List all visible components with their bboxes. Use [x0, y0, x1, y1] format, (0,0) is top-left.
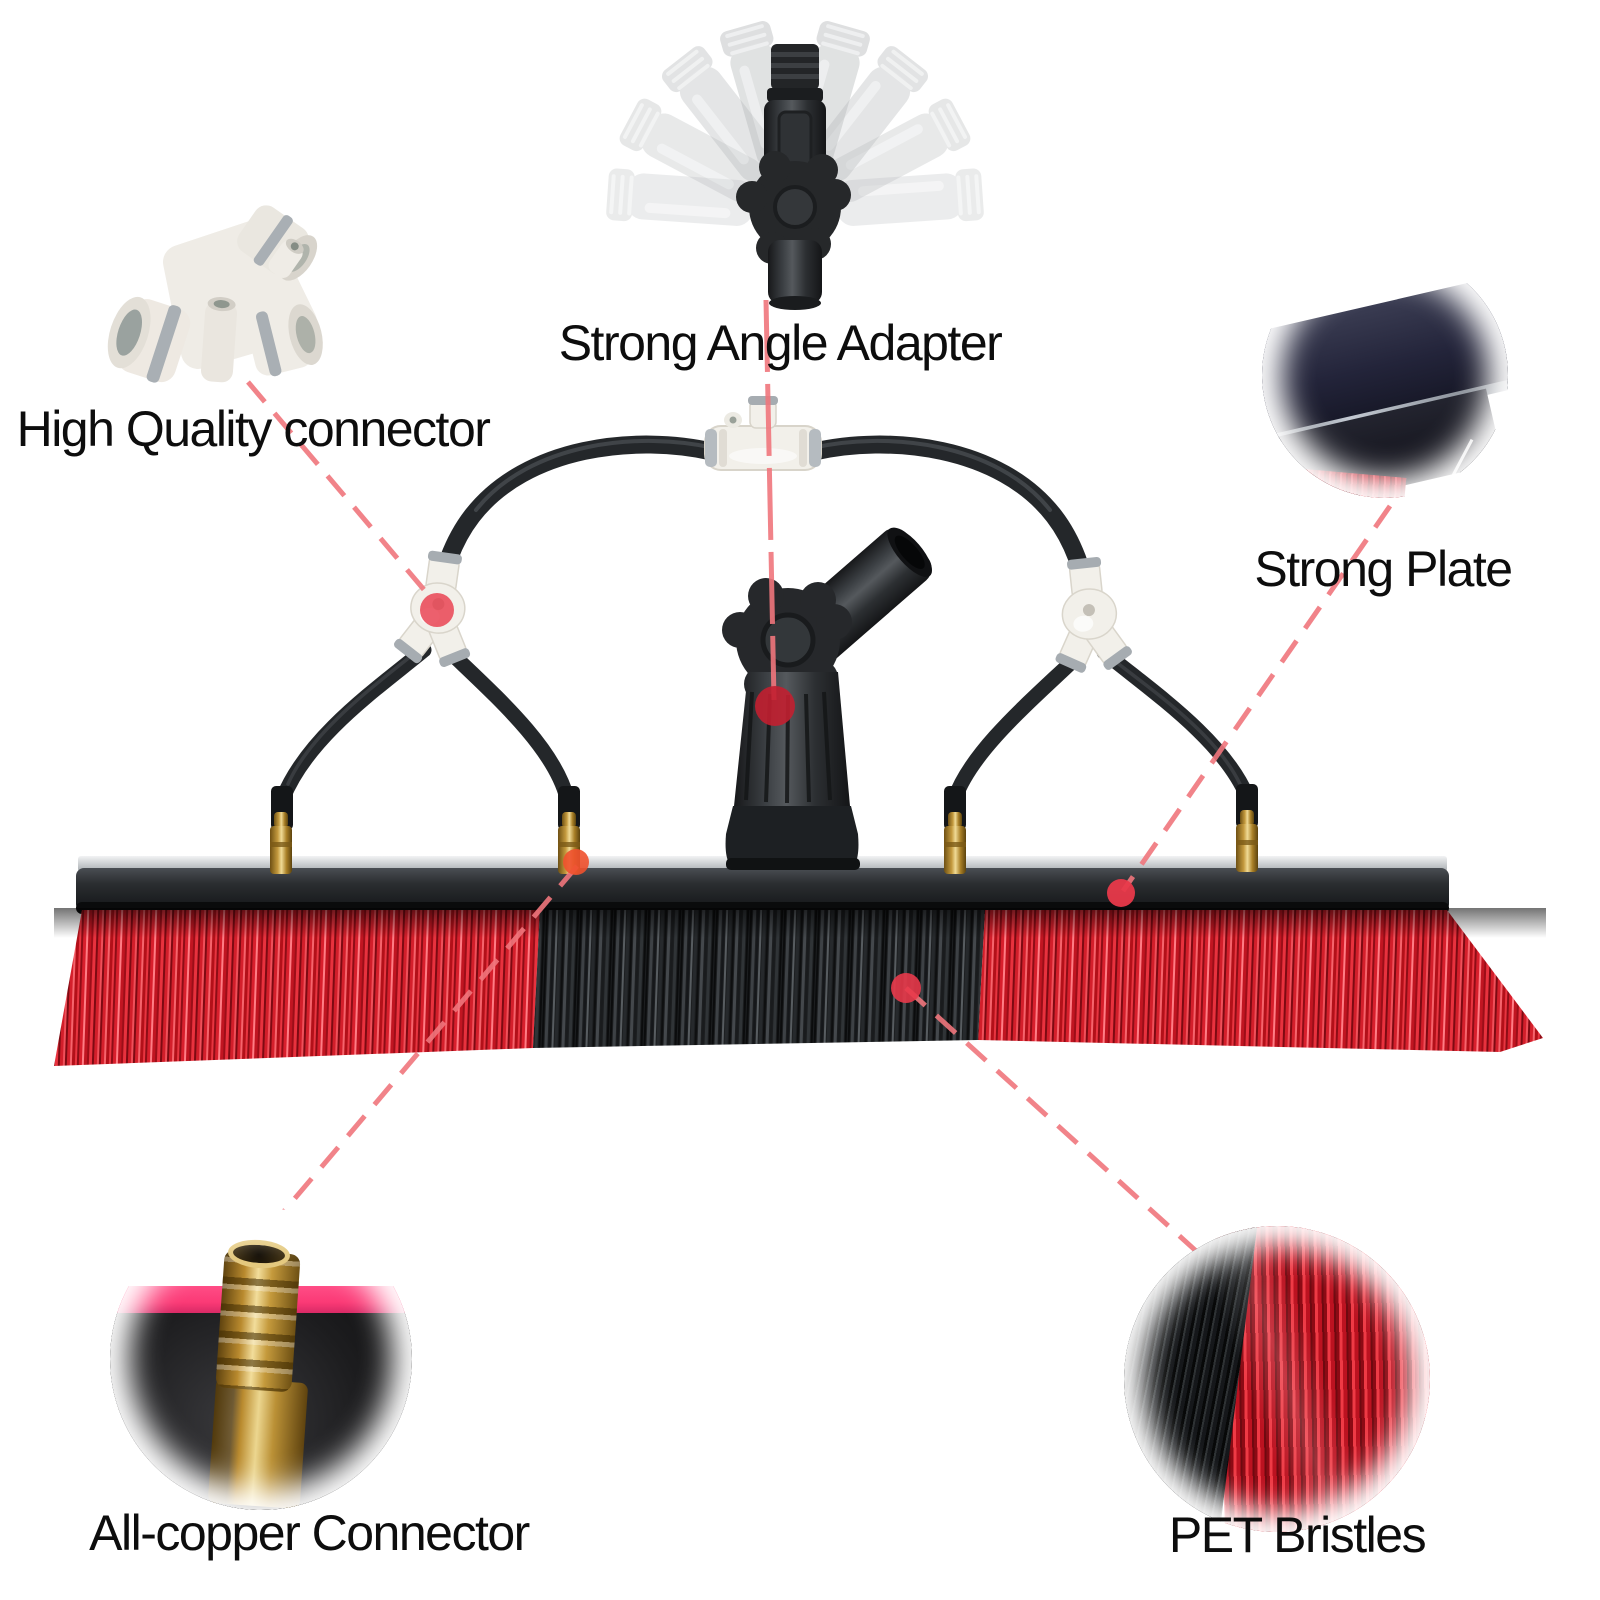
tee-connector-photo: [107, 205, 323, 383]
tee-stem: [200, 297, 238, 383]
bristles-middle-black: [533, 910, 985, 1048]
anchor-dot-bristles: [891, 973, 921, 1003]
tee-port-lower-left: [107, 296, 191, 383]
angle-adapter-top: [736, 44, 851, 310]
bristles-left-red: [54, 910, 540, 1066]
label-pet-bristles: PET Bristles: [1168, 1507, 1427, 1563]
leader-high-quality-connector: [246, 380, 433, 600]
tee-port-lower-right: [246, 304, 323, 377]
leader-pet-bristles: [904, 986, 1208, 1262]
y-connector-right: [1043, 553, 1136, 678]
bristles: [54, 908, 1546, 1066]
anchor-dot-angle-adapter: [755, 686, 795, 726]
label-high-quality-connector: High Quality connector: [16, 401, 491, 457]
tee-connector-on-arch: [704, 396, 822, 471]
leader-strong-plate: [1120, 504, 1393, 893]
label-all-copper-connector: All-copper Connector: [89, 1505, 530, 1561]
label-strong-angle-adapter: Strong Angle Adapter: [558, 315, 1003, 371]
inset-brass-cylinder: [207, 1376, 309, 1510]
leader-lines: [246, 299, 1393, 1262]
inset-bristle-sheen: [1124, 1226, 1430, 1532]
anchor-dot-y-connector: [420, 593, 454, 627]
leader-strong-angle-adapter: [763, 299, 777, 701]
tee-top-nipple: [268, 238, 304, 278]
inset-brass-barb: [215, 1249, 301, 1393]
strong-plate-inset-photo: [1262, 252, 1508, 498]
angle-adapter-on-brush: [722, 527, 932, 870]
pet-bristles-inset-photo: [1124, 1226, 1430, 1532]
anchor-dot-brass-fitting: [563, 849, 589, 875]
anchor-dot-plate: [1107, 879, 1135, 907]
bristles-right-red: [978, 910, 1543, 1052]
all-copper-connector-inset-photo: [110, 1208, 412, 1510]
label-strong-plate: Strong Plate: [1254, 541, 1513, 597]
